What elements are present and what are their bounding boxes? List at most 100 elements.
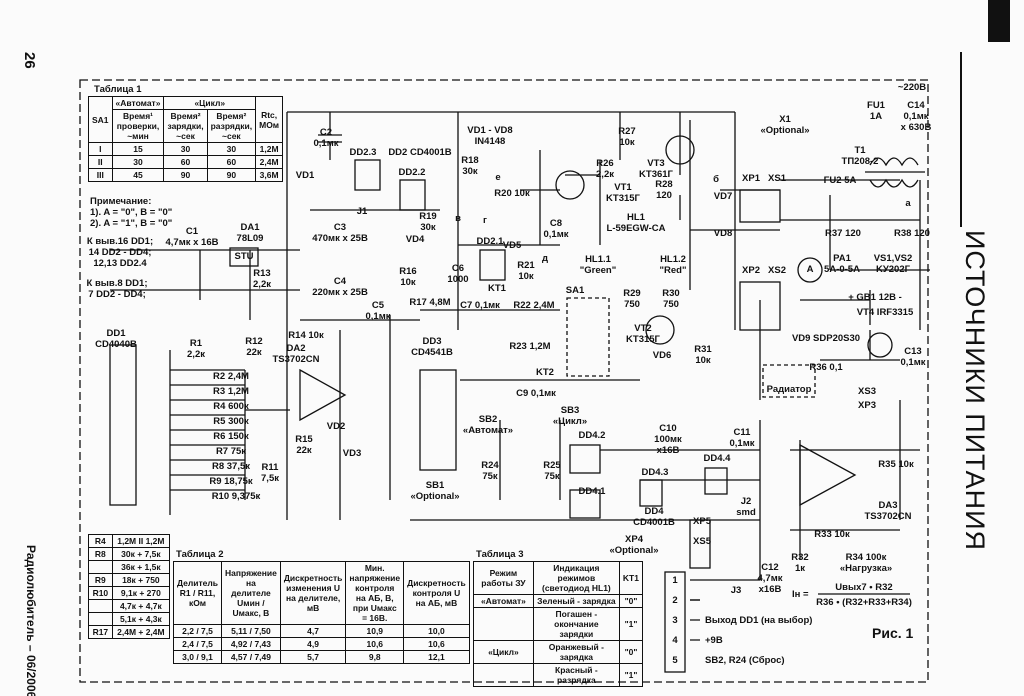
cell: 30 — [163, 142, 208, 156]
component-label: HL1.1 "Green" — [579, 254, 617, 276]
component-label: C6 1000 — [447, 263, 469, 285]
cell: Делитель R1 / R11, кОм — [172, 561, 223, 625]
component-label: R4 600к — [213, 401, 249, 412]
cell: 90 — [163, 168, 208, 182]
note-title: Примечание: — [90, 196, 152, 207]
table-row: 36к + 1,5к — [88, 560, 171, 574]
component-label: DD2.3 — [349, 147, 377, 158]
component-label: VD2 — [326, 421, 346, 432]
component-label: HL1.2 "Red" — [659, 254, 687, 276]
component-label: VD8 — [713, 228, 733, 239]
component-label: R21 10к — [517, 260, 535, 282]
cell: 30 — [111, 155, 165, 169]
component-label: C10 100мк х16В — [654, 423, 682, 456]
cell: 5,11 / 7,50 — [221, 624, 281, 638]
component-label: XS5 — [693, 536, 711, 547]
component-label: DD2 CD4001B — [388, 147, 452, 158]
cell: Погашен - окончание зарядки — [532, 607, 620, 641]
component-label: К выв.8 DD1; 7 DD2 - DD4; — [86, 278, 148, 300]
formula-lhs: Iн = — [792, 589, 809, 600]
component-label: R33 10к — [814, 529, 850, 540]
component-label: C11 0,1мк — [729, 427, 755, 449]
component-label: R29 750 — [623, 288, 641, 310]
component-label: R24 75к — [481, 460, 499, 482]
cell: 2,4М — [255, 155, 284, 169]
transistor-vt1 — [555, 170, 585, 200]
ic-dd4-1 — [569, 489, 601, 519]
component-label: R32 1к — [791, 552, 809, 574]
cell: 9,8 — [345, 650, 405, 664]
cell: 2,4М + 2,4М — [111, 625, 171, 639]
component-label: SB1 «Optional» — [410, 480, 460, 502]
cell: 30к + 7,5к — [111, 547, 171, 561]
connector-xp1 — [739, 189, 781, 223]
cell: R17 — [88, 625, 113, 639]
cell: Время² зарядки, ~сек — [163, 109, 208, 143]
ic-da2 — [299, 368, 347, 422]
cell: 9,1к + 270 — [111, 586, 171, 600]
component-label: SA1 — [565, 285, 585, 296]
ic-da1 — [229, 247, 259, 267]
component-label: Радиатор — [766, 384, 812, 395]
cell: 2,4 / 7,5 — [172, 637, 223, 651]
component-label: R16 10к — [399, 266, 417, 288]
component-label: VD1 — [295, 170, 315, 181]
cell: 12,1 — [403, 650, 470, 664]
component-label: DA2 TS3702CN — [272, 343, 320, 365]
cell: II — [88, 155, 113, 169]
xp4-pin: 4 — [672, 635, 678, 646]
component-label: R26 2,2к — [596, 158, 614, 180]
cell: Зеленый - зарядка — [532, 594, 620, 608]
component-label: DA1 78L09 — [236, 222, 264, 244]
component-label: PA1 5А-0-5А — [824, 253, 860, 275]
cell: Напряжение на делителе Uмин / Uмакс, В — [221, 561, 281, 625]
component-label: R5 300к — [213, 416, 249, 427]
component-label: DD2.1 — [476, 236, 504, 247]
cell: Мин. напряжение контроля на АБ, В, при U… — [345, 561, 405, 625]
component-label: XP2 — [742, 265, 760, 276]
cell: 4,57 / 7,49 — [221, 650, 281, 664]
connector-xp4 — [664, 571, 686, 673]
component-label: R37 120 — [825, 228, 861, 239]
component-label: R14 10к — [288, 330, 324, 341]
component-label: C9 0,1мк — [516, 388, 556, 399]
table2-title: Таблица 2 — [176, 549, 224, 560]
ic-dd2-3 — [354, 159, 381, 191]
xp4-pin: 3 — [672, 615, 678, 626]
component-label: XP4 «Optional» — [609, 534, 659, 556]
cell: "1" — [618, 607, 644, 641]
component-label: R7 75к — [215, 446, 247, 457]
component-label: VD9 SDP20S30 — [791, 333, 861, 344]
component-label: VT2 KT315Г — [626, 323, 660, 345]
cell: Индикация режимов (светодиод HL1) — [532, 561, 620, 595]
transistor-vt4 — [867, 332, 893, 358]
table-row: «Автомат»Зеленый - зарядка"0" — [473, 594, 644, 608]
component-label: VT3 KT361Г — [639, 158, 673, 180]
cell: «Цикл» — [473, 640, 534, 664]
cell: 10,6 — [345, 637, 405, 651]
wire — [690, 579, 760, 641]
component-label: R35 10к — [878, 459, 914, 470]
component-label: DD2.2 — [398, 167, 426, 178]
cell: 60 — [206, 155, 257, 169]
component-label: R1 2,2к — [187, 338, 205, 360]
component-label: R18 30к — [461, 155, 479, 177]
note-1: 1). A = "0", B = "0" — [90, 207, 173, 218]
xp4-signal: SB2, R24 (Сброс) — [705, 655, 785, 666]
ic-dd2-1 — [479, 249, 506, 281]
component-label: C1 4,7мк x 16В — [165, 226, 219, 248]
component-label: XP3 — [858, 400, 876, 411]
component-label: XS2 — [768, 265, 786, 276]
component-label: C4 220мк x 25В — [312, 276, 368, 298]
wire — [170, 369, 290, 500]
component-label: KT1 — [488, 283, 506, 294]
component-label: R31 10к — [694, 344, 712, 366]
table1: SA1«Автомат»«Цикл»Rtc, МОм Время¹ провер… — [88, 96, 284, 182]
transistor-vt2 — [645, 315, 675, 345]
cell: 15 — [111, 142, 165, 156]
cell: "0" — [618, 594, 644, 608]
